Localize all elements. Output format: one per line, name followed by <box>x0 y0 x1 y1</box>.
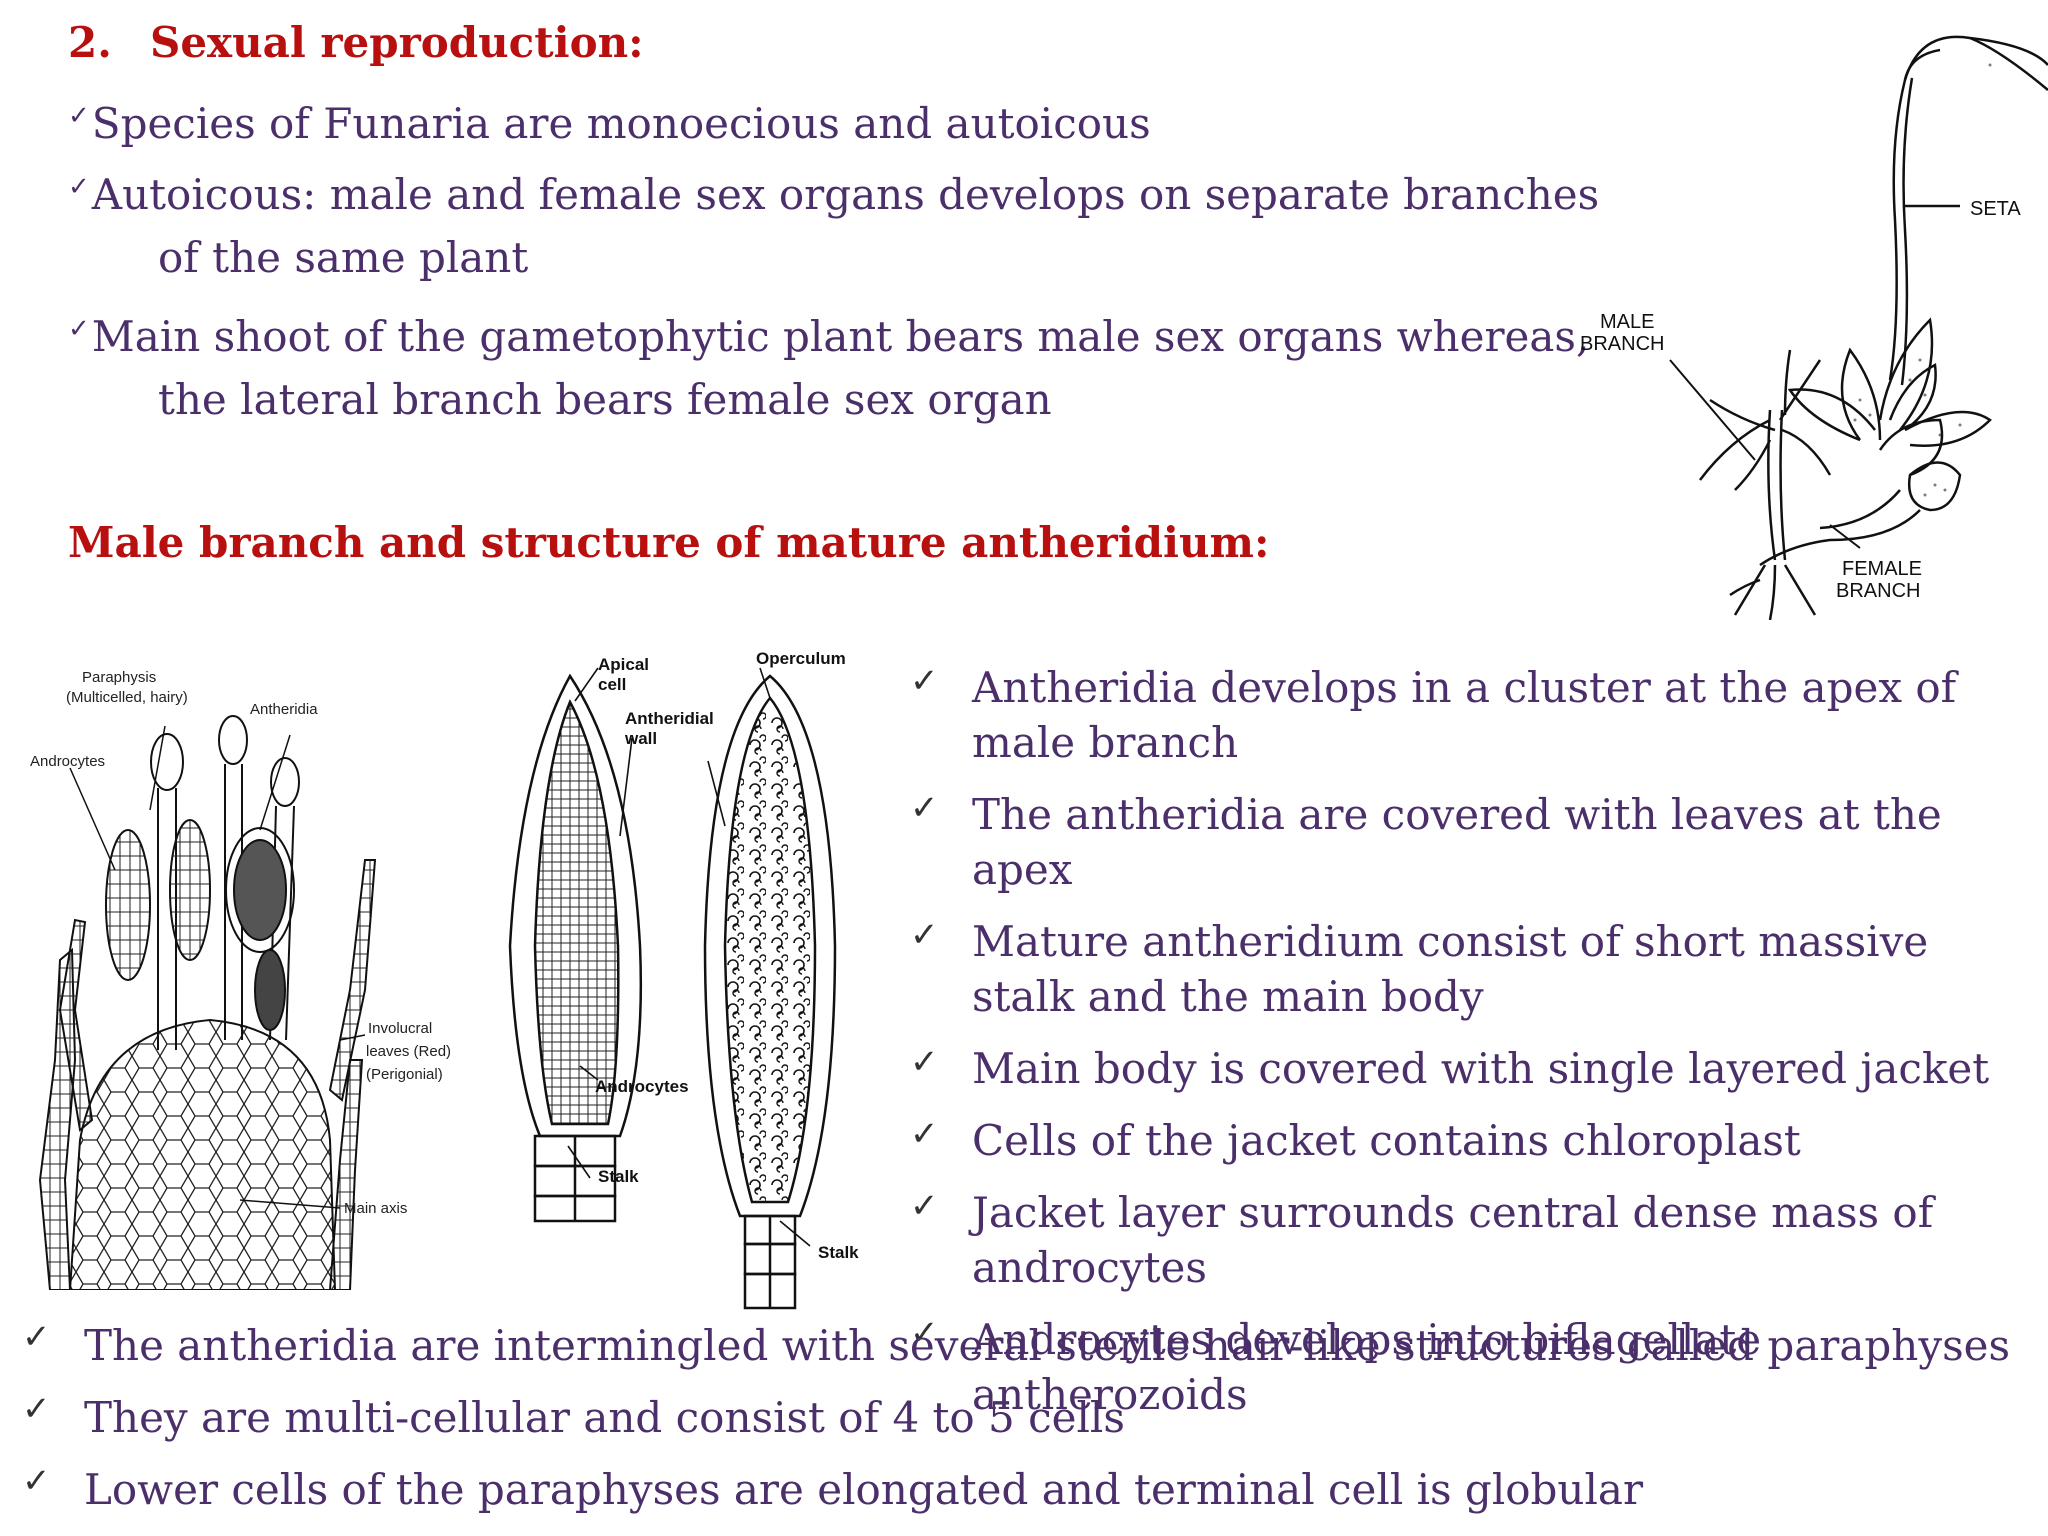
label-paraphysis: Paraphysis <box>82 669 156 686</box>
label-androcytes: Androcytes <box>30 753 105 770</box>
list-item: ✓Mature antheridium consist of short mas… <box>910 914 2035 1024</box>
check-icon: ✓ <box>68 172 90 202</box>
check-icon: ✓ <box>22 1389 51 1429</box>
label-antheridia: Antheridia <box>250 701 318 718</box>
plant-label-branch-2: BRANCH <box>1836 580 1920 602</box>
label-cell: cell <box>598 675 626 694</box>
label-antheridial: Antheridial <box>625 709 714 728</box>
check-icon: ✓ <box>22 1317 51 1357</box>
antheridium-facts-list: ✓Antheridia develops in a cluster at the… <box>910 660 2035 1439</box>
label-involucral: Involucral <box>368 1020 432 1037</box>
check-icon: ✓ <box>910 1186 939 1226</box>
intro-bullet-text: Main shoot of the gametophytic plant bea… <box>91 312 1590 361</box>
list-item: ✓Androcytes develops into biflagellate a… <box>910 1312 2035 1422</box>
section-heading: 2. Sexual reproduction: <box>68 18 644 67</box>
label-main-axis: Main axis <box>344 1200 407 1217</box>
check-icon: ✓ <box>910 915 939 955</box>
check-icon: ✓ <box>68 101 90 131</box>
list-item: ✓The antheridia are covered with leaves … <box>910 787 2035 897</box>
list-item: ✓Main body is covered with single layere… <box>910 1041 2035 1096</box>
intro-bullet-2: ✓Autoicous: male and female sex organs d… <box>68 161 1599 221</box>
label-leaves-red: leaves (Red) <box>366 1043 450 1060</box>
plant-label-female: FEMALE <box>1842 558 1922 580</box>
section-title: Sexual reproduction: <box>150 18 644 67</box>
intro-bullet-text: Autoicous: male and female sex organs de… <box>91 170 1600 219</box>
list-item: ✓Lower cells of the paraphyses are elong… <box>22 1461 2022 1534</box>
check-icon: ✓ <box>910 1114 939 1154</box>
list-item: ✓Antheridia develops in a cluster at the… <box>910 660 2035 770</box>
intro-bullet-3: ✓Main shoot of the gametophytic plant be… <box>68 303 1589 363</box>
label-perigonial: (Perigonial) <box>366 1066 443 1083</box>
label-apical: Apical <box>598 655 649 674</box>
label-multicelled: (Multicelled, hairy) <box>66 689 188 706</box>
check-icon: ✓ <box>910 661 939 701</box>
intro-bullet-3-continuation: the lateral branch bears female sex orga… <box>158 375 1052 424</box>
label-wall: wall <box>624 729 657 748</box>
paraphyses-facts-list: ✓The antheridia are intermingled with se… <box>22 1317 2022 1534</box>
label-stalk-right: Stalk <box>818 1243 859 1262</box>
label-stalk-left: Stalk <box>598 1167 639 1186</box>
subheading: Male branch and structure of mature anth… <box>68 518 1270 567</box>
intro-bullet-2-continuation: of the same plant <box>158 233 529 282</box>
antheridium-figure: Apical cell Operculum Antheridial wall A… <box>508 649 859 1310</box>
label-androcytes-2: Androcytes <box>595 1077 689 1096</box>
label-operculum: Operculum <box>756 649 846 668</box>
plant-label-male: MALE <box>1600 311 1654 333</box>
check-icon: ✓ <box>910 1313 939 1353</box>
plant-label-seta: SETA <box>1970 198 2021 220</box>
male-branch-figure: Paraphysis (Multicelled, hairy) Antherid… <box>30 669 450 1290</box>
check-icon: ✓ <box>910 788 939 828</box>
check-icon: ✓ <box>68 314 90 344</box>
list-item: ✓Cells of the jacket contains chloroplas… <box>910 1113 2035 1168</box>
section-number: 2. <box>68 18 112 67</box>
list-item: ✓The antheridia are intermingled with se… <box>22 1317 2022 1390</box>
list-item: ✓Jacket layer surrounds central dense ma… <box>910 1185 2035 1295</box>
list-item: ✓They are multi-cellular and consist of … <box>22 1389 2022 1462</box>
check-icon: ✓ <box>22 1461 51 1501</box>
funaria-plant-figure: SETA MALE BRANCH FEMALE BRANCH <box>1580 35 2048 620</box>
check-icon: ✓ <box>910 1042 939 1082</box>
plant-label-branch: BRANCH <box>1580 333 1664 355</box>
intro-bullet-1: ✓Species of Funaria are monoecious and a… <box>68 90 1151 150</box>
intro-bullet-text: Species of Funaria are monoecious and au… <box>91 99 1151 148</box>
